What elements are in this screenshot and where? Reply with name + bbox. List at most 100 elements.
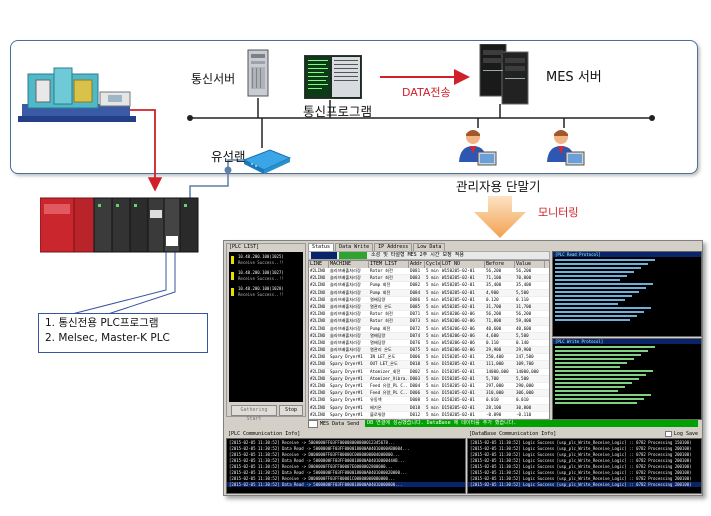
plc-list-item[interactable]: 10.40.200.100(1025)Receive Success..!!: [229, 254, 303, 268]
table-cell: D150205-02-01: [442, 397, 475, 403]
table-cell: 5 min: [426, 375, 439, 381]
admin-terminal-icon-1: [459, 130, 497, 166]
table-cell: 슬라브배출처리장: [330, 325, 361, 331]
table-cell: 5 min: [426, 325, 439, 331]
protocol-line: [555, 303, 618, 305]
table-cell: IN LET_온도: [370, 354, 396, 360]
log-line: [2015-02-05 11:30:52] Receive -> D000000…: [229, 452, 400, 457]
table-cell: 5 min: [426, 390, 439, 396]
table-cell: 247,500: [516, 354, 534, 360]
gateway-info-title: [DataBase Communication Info]: [469, 431, 557, 437]
monitoring-screen: [PLC LIST] 10.40.200.100(1025)Receive Su…: [223, 240, 703, 496]
plc-list-item[interactable]: 10.40.200.100(1028)Receive Success..!!: [229, 286, 303, 300]
table-header-cell[interactable]: Before: [485, 261, 515, 268]
table-row[interactable]: #2LINO소성로(M)1배기FAN_(#1~3)D7615 min000010…: [309, 418, 549, 420]
table-cell: Pump 회전: [370, 289, 391, 295]
table-cell: 5 min: [426, 411, 439, 417]
table-cell: 40,600: [516, 325, 532, 331]
status-message: 소성 및 타설형 MES 2주 시간 보정 적용: [371, 252, 464, 258]
log-save-toggle[interactable]: Log Save: [664, 431, 698, 437]
table-cell: W150205-02-01: [442, 268, 475, 273]
plc-status-indicator: [231, 256, 234, 264]
protocol-line: [555, 315, 637, 317]
table-cell: 5 min: [426, 282, 439, 288]
table-header-cell[interactable]: Addr: [409, 261, 425, 268]
table-cell: D075: [410, 347, 421, 353]
table-cell: 5,500: [516, 332, 529, 338]
table-cell: 슬라브배출처리장: [330, 318, 361, 324]
table-cell: 310,000: [486, 390, 504, 396]
protocol-line: [555, 319, 630, 321]
table-cell: #2LINO: [310, 347, 326, 353]
protocol-line: [555, 358, 634, 360]
log-save-checkbox[interactable]: [664, 431, 672, 437]
machine-to-plc-arrow: [130, 109, 163, 192]
tab-data-write[interactable]: Data Write: [335, 243, 374, 251]
table-header-cell[interactable]: MACHINE: [329, 261, 369, 268]
table-cell: 35,400: [486, 282, 502, 288]
table-cell: 0.000: [485, 419, 515, 420]
table-cell: -0.090: [486, 411, 502, 417]
table-cell: 5,500: [516, 375, 529, 381]
table-cell: 슬라브배출처리장: [330, 268, 361, 273]
table-cell: 35,400: [516, 282, 532, 288]
table-cell: 5 min: [426, 303, 439, 309]
protocol-line: [555, 382, 632, 384]
table-header-cell[interactable]: LINE: [309, 261, 329, 268]
table-cell: 0.000: [515, 419, 545, 420]
machine-icon: [18, 67, 136, 122]
table-cell: D085: [410, 303, 421, 309]
plc-read-title: [PLC Read Protocol]: [553, 252, 701, 257]
tab-status[interactable]: Status: [308, 243, 335, 251]
table-header-cell[interactable]: Value: [515, 261, 545, 268]
table-cell: #2LINO: [310, 311, 326, 317]
protocol-line: [555, 366, 620, 368]
stop-button[interactable]: Stop: [279, 405, 303, 416]
plc-list-item[interactable]: 10.40.200.100(1027)Receive Success..!!: [229, 270, 303, 284]
protocol-line: [555, 394, 651, 396]
table-cell: 109,700: [516, 361, 534, 367]
plc-note-line-1: 1. 통신전용 PLC프로그램: [45, 317, 159, 329]
gathering-start-button[interactable]: Gathering Start: [231, 405, 277, 422]
table-header-cell[interactable]: LOT NO: [441, 261, 485, 268]
plc-item-status: Receive Success..!!: [238, 276, 284, 281]
protocol-line: [555, 295, 632, 297]
table-cell: 290,000: [516, 383, 534, 388]
table-cell: D761: [409, 419, 425, 420]
protocol-line: [555, 354, 641, 356]
admin-terminal-label: 관리자용 단말기: [456, 179, 541, 194]
table-header-cell[interactable]: Cycle: [426, 261, 441, 268]
mes-server-label: MES 서버: [546, 70, 602, 85]
tab-low-data[interactable]: Low Data: [413, 243, 446, 251]
table-cell: D086: [410, 296, 421, 302]
table-cell: D083: [410, 275, 421, 281]
table-cell: 0.010: [516, 397, 529, 403]
table-header-cell[interactable]: ITEM LIST: [369, 261, 409, 268]
log-line: [2015-02-05 11:30:52] Data Read -> 50000…: [229, 458, 405, 463]
tab-ip-address[interactable]: IP Address: [374, 243, 413, 251]
log-save-label: Log Save: [673, 431, 698, 437]
mes-send-checkbox[interactable]: [308, 419, 318, 428]
